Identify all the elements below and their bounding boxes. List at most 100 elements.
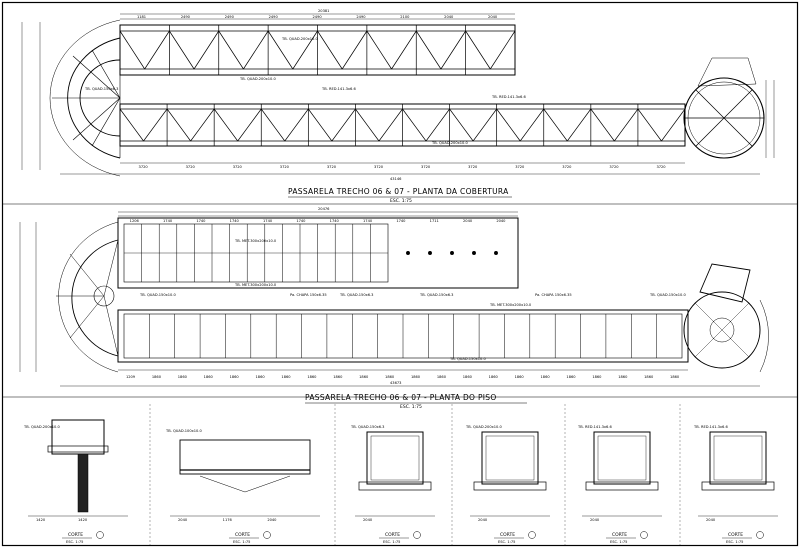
section-title: CORTE [728, 532, 743, 538]
dim-label: 2040 [496, 219, 506, 223]
section-title: CORTE [500, 532, 515, 538]
dim-label: 3720 [233, 165, 243, 169]
dim-label: 3720 [139, 165, 149, 169]
dim-label: 2100 [400, 15, 410, 19]
member-label: TB. RED.141.3x6.6 [491, 95, 526, 99]
member-label: TB. QUAD.150x10.0 [139, 293, 176, 297]
dim-label: 1860 [204, 375, 214, 379]
section-dim: 2040 [478, 518, 488, 522]
section-dim: 2040 [706, 518, 716, 522]
section-dim: 2040 [178, 518, 188, 522]
member-label: TB. QUAD.200x10.0 [239, 77, 276, 81]
piso-bottom-dims: 1209 1860 1860 1860 1860 1860 1860 1860 1860 1860… [126, 375, 680, 379]
member-label: TB. MET.300x200x10.0 [234, 239, 277, 243]
dim-label: 1740 [230, 219, 240, 223]
dim-label: 1860 [178, 375, 188, 379]
section-cut [170, 439, 320, 517]
dim-label: 1860 [670, 375, 680, 379]
section-cut [355, 431, 435, 517]
dim-label: 1740 [296, 219, 306, 223]
section-dim: 1420 [78, 518, 88, 522]
section-dim: 2040 [267, 518, 277, 522]
piso-scale: ESC. 1:75 [400, 404, 422, 410]
dim-label: 1209 [126, 375, 136, 379]
section-marker [413, 531, 421, 539]
section-title: CORTE [612, 532, 627, 538]
dim-label: 1860 [437, 375, 447, 379]
dim-label: 3720 [609, 165, 619, 169]
dim-label: 3720 [327, 165, 337, 169]
dim-label: 1860 [333, 375, 343, 379]
piso-landing-ramp [699, 263, 751, 303]
dim-label: 3720 [280, 165, 290, 169]
cobertura-title: PASSARELA TRECHO 06 & 07 - PLANTA DA COB… [288, 187, 509, 196]
dim-label: 1860 [281, 375, 291, 379]
dim-label: 2040 [488, 15, 498, 19]
piso-upper-crossbeams [124, 224, 498, 282]
piso-stair-inner-arc [71, 239, 119, 357]
dim-label: 1860 [618, 375, 628, 379]
piso-lower-deck [117, 309, 689, 363]
section-dim: 2040 [363, 518, 373, 522]
dim-label: 1860 [385, 375, 395, 379]
section-tag: TB. RED.141.3x6.6 [577, 425, 612, 429]
section-tag: TB. RED.141.3x6.6 [693, 425, 728, 429]
piso-total-top: 20476 [318, 207, 330, 211]
dim-label: 1860 [256, 375, 266, 379]
section-cut [28, 419, 128, 517]
dim-label: 1711 [430, 219, 439, 223]
dim-label: 1206 [130, 219, 140, 223]
section-cut [698, 431, 778, 517]
stair-outer-arc [49, 19, 121, 177]
plan-cobertura [21, 13, 775, 177]
piso-total-bottom: 43673 [390, 381, 401, 385]
member-label: Pa. CHAPA 150x6.35 [290, 293, 327, 297]
section-scale: ESC. 1:75 [726, 540, 743, 544]
member-label: TB. QUAD.200x10.0 [281, 37, 318, 41]
dim-label: 1740 [263, 219, 273, 223]
member-label: TB. MET.300x200x10.0 [489, 303, 532, 307]
member-label: TB. QUAD.150x6.3 [84, 87, 118, 91]
dim-label: 2490 [225, 15, 235, 19]
dim-label: 1860 [359, 375, 369, 379]
section-tag: TB. QUAD.100x10.0 [165, 429, 202, 433]
dim-label: 3720 [562, 165, 572, 169]
section-scale: ESC. 1:75 [233, 540, 250, 544]
section-dim: 1176 [223, 518, 233, 522]
member-label: TB. QUAD.150x6.3 [419, 293, 453, 297]
member-label: TB. QUAD.150x10.0 [649, 293, 686, 297]
dim-label: 1860 [566, 375, 576, 379]
section-cut [470, 431, 550, 517]
member-label: TB. MET.300x200x10.0 [234, 283, 277, 287]
cobertura-total-top: 20381 [318, 9, 329, 13]
lower-truss-braces [119, 104, 686, 146]
cobertura-total-bottom: 43146 [390, 177, 402, 181]
section-scale: ESC. 1:75 [66, 540, 83, 544]
dim-label: 3720 [515, 165, 525, 169]
dim-label: 3720 [186, 165, 196, 169]
section-marker [640, 531, 648, 539]
section-tag: TB. QUAD.200x10.0 [465, 425, 502, 429]
section-tag: TB. QUAD.150x6.3 [350, 425, 384, 429]
cobertura-bottom-dims: 3720 3720 3720 3720 3720 3720 3720 3720 3720 3720… [139, 165, 667, 169]
dim-label: 1860 [515, 375, 525, 379]
section-dim: 2040 [590, 518, 600, 522]
section-marker [528, 531, 536, 539]
section-scale: ESC. 1:75 [498, 540, 515, 544]
section-title: CORTE [235, 532, 250, 538]
member-label: TB. QUAD.200x10.0 [431, 141, 468, 145]
dim-label: 1860 [230, 375, 240, 379]
section-marker [96, 531, 104, 539]
dim-label: 1860 [463, 375, 473, 379]
dim-label: 1740 [196, 219, 206, 223]
dim-label: 1740 [363, 219, 373, 223]
dim-label: 1740 [396, 219, 406, 223]
dim-label: 2490 [181, 15, 191, 19]
section-tag: TB. QUAD.200x10.0 [23, 425, 60, 429]
dim-label: 3720 [421, 165, 431, 169]
section-scale: ESC. 1:75 [610, 540, 627, 544]
dim-label: 3720 [656, 165, 666, 169]
section-title: CORTE [385, 532, 400, 538]
